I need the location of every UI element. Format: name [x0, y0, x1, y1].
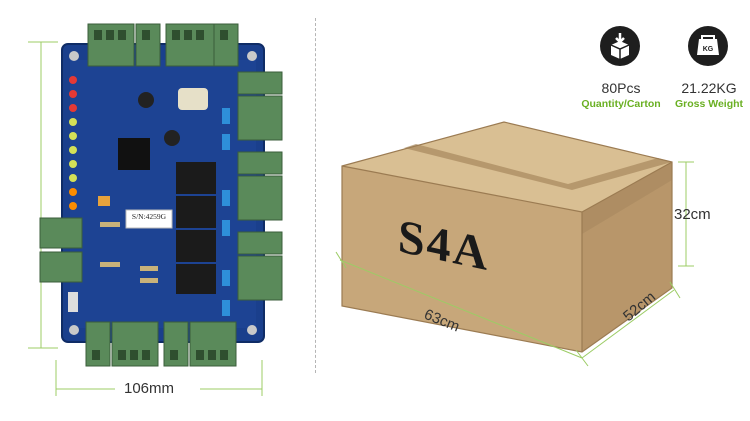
vertical-divider [315, 18, 316, 373]
quantity-spec: 80Pcs Quantity/Carton [578, 26, 664, 116]
box-height-label: 32cm [674, 206, 711, 223]
box-down-arrow-icon [600, 26, 640, 66]
weight-label: Gross Weight [674, 98, 744, 110]
board-photo: S/N:4259G 160mm 106mm [0, 0, 300, 416]
quantity-value: 80Pcs [601, 80, 641, 96]
board-height-label: 160mm [0, 186, 2, 237]
carton-box: S4A 63cm 52cm 32cm [320, 110, 750, 416]
carton-box-illustration [335, 121, 694, 367]
box-dimension-lines [335, 161, 694, 367]
weight-value: 21.22KG [681, 80, 737, 96]
board-width-label: 106mm [124, 380, 175, 397]
serial-number-label: S/N:4259G [131, 212, 167, 221]
svg-text:KG: KG [703, 46, 714, 53]
pcb-board-illustration [28, 23, 283, 396]
scale-kg-icon: KG [688, 26, 728, 66]
quantity-label: Quantity/Carton [581, 98, 661, 110]
dimension-lines [28, 41, 263, 396]
weight-spec: KG 21.22KG Gross Weight [668, 26, 750, 116]
